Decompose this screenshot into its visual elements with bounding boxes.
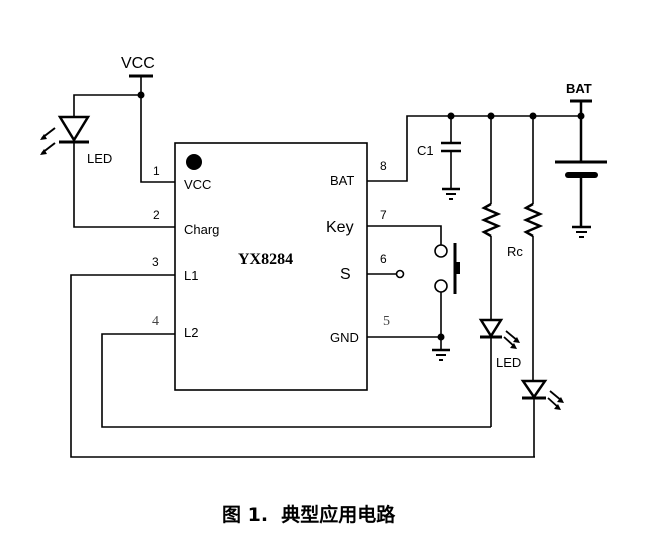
pin-number-5: 5: [383, 314, 390, 329]
pin-number-3: 3: [152, 255, 159, 269]
pin-number-4: 4: [152, 314, 159, 329]
capacitor-label: C1: [417, 143, 434, 158]
pin-number-8: 8: [380, 159, 387, 173]
pin-label-gnd: GND: [330, 330, 359, 345]
pin-label-charg: Charg: [184, 222, 219, 237]
led-right-1-icon: [478, 318, 520, 349]
s-terminal-icon: [395, 269, 405, 279]
wire-bat: [367, 115, 579, 182]
resistor-2-icon: [522, 202, 544, 238]
ground-gnd-icon: [432, 348, 450, 361]
pin-number-2: 2: [153, 208, 160, 222]
led-left-label: LED: [87, 151, 112, 166]
pin-label-l2: L2: [184, 325, 198, 340]
chip-body: [174, 142, 368, 391]
pin-label-s: S: [340, 266, 351, 283]
pin-label-bat: BAT: [330, 173, 354, 188]
led-right-2-icon: [520, 379, 564, 410]
pin-number-7: 7: [380, 208, 387, 222]
ground-c1-icon: [442, 187, 460, 200]
wire-key: [367, 225, 442, 245]
resistor-1-icon: [480, 202, 502, 238]
chip-name: YX8284: [238, 251, 293, 268]
capacitor-c1-icon: [441, 116, 461, 188]
push-button-switch-icon: [434, 243, 460, 294]
pin-number-1: 1: [153, 164, 160, 178]
wire-l1: [70, 274, 535, 458]
pin1-marker-dot: [186, 154, 202, 170]
bat-supply-label: BAT: [566, 81, 592, 96]
figure-caption: 图 1. 典型应用电路: [222, 503, 396, 526]
wire-l2: [101, 333, 491, 428]
wire-led-charg: [73, 94, 175, 228]
resistor-label: Rc: [507, 244, 523, 259]
pin-label-vcc: VCC: [184, 177, 211, 192]
led-left-icon: [40, 115, 91, 155]
battery-icon: [555, 101, 607, 226]
pin-label-l1: L1: [184, 268, 198, 283]
pin-number-6: 6: [380, 252, 387, 266]
wire-vcc-pin1: [140, 76, 175, 183]
led-right-label: LED: [496, 355, 521, 370]
ground-battery-icon: [572, 225, 591, 238]
vcc-supply-label: VCC: [121, 55, 155, 72]
pin-label-key: Key: [326, 219, 354, 236]
